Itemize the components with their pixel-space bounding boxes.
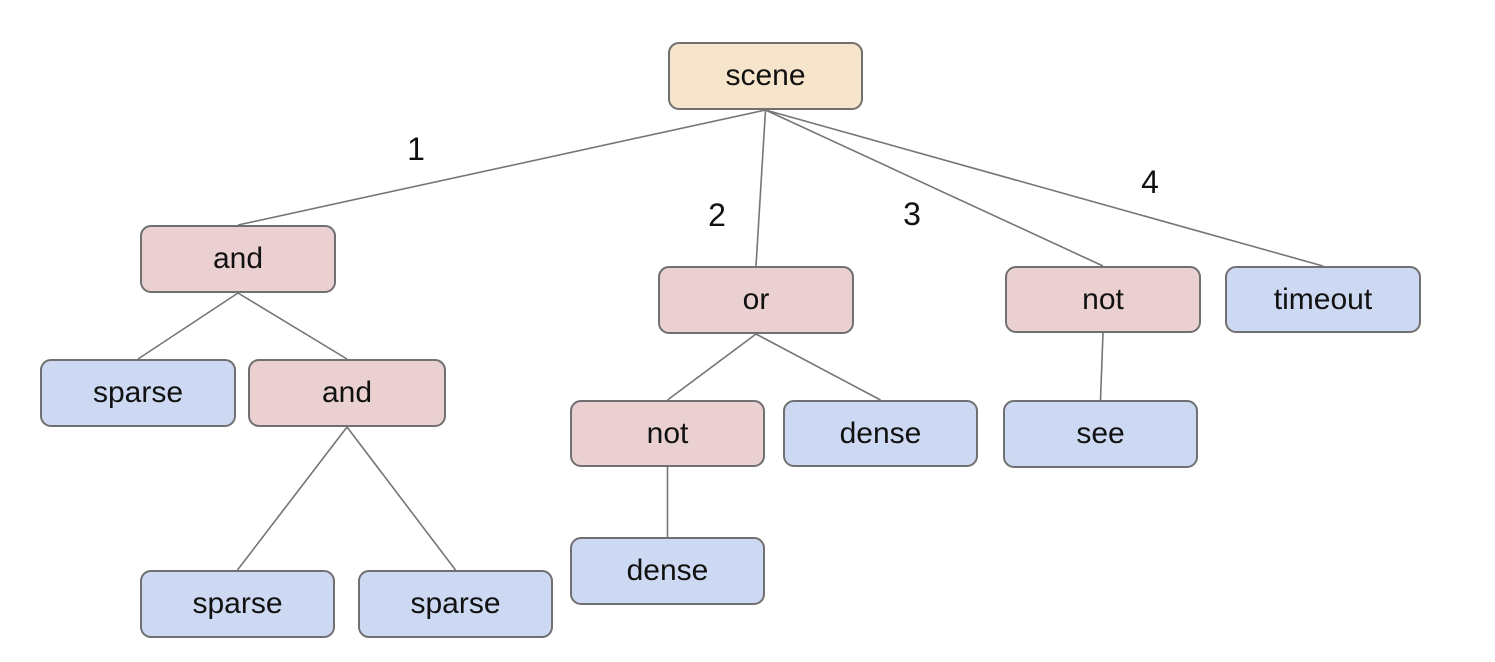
node-label: not: [646, 416, 689, 450]
node-label: dense: [626, 554, 709, 587]
node-label: not: [1082, 282, 1124, 316]
node-not1: not: [1005, 266, 1201, 333]
node-and1: and: [140, 225, 336, 293]
node-timeout1: timeout: [1225, 266, 1421, 333]
node-label: sparse: [410, 587, 501, 620]
edge-or1-not2: [667, 333, 757, 401]
edge-label-1: 1: [407, 131, 425, 167]
edge-scene-not1: [765, 109, 1104, 267]
node-dense2: dense: [570, 537, 765, 605]
edge-or1-dense1: [755, 333, 881, 401]
node-and2: and: [248, 359, 446, 427]
node-sparse1: sparse: [40, 359, 236, 427]
edge-and2-sparse3: [346, 426, 457, 571]
node-label: dense: [839, 416, 922, 450]
node-label: see: [1076, 417, 1125, 450]
node-scene: scene: [668, 42, 863, 110]
edge-label-4: 4: [1141, 164, 1159, 200]
edge-not1-see1: [1099, 332, 1104, 401]
node-sparse3: sparse: [358, 570, 553, 638]
node-label: sparse: [92, 376, 184, 409]
edge-and2-sparse2: [236, 426, 348, 571]
edge-label-3: 3: [903, 196, 921, 232]
edge-scene-timeout1: [765, 109, 1324, 267]
node-see1: see: [1003, 400, 1198, 468]
node-dense1: dense: [783, 400, 978, 467]
node-label: sparse: [192, 587, 283, 620]
edge-and1-sparse1: [137, 292, 239, 360]
node-sparse2: sparse: [140, 570, 335, 638]
node-label: scene: [725, 59, 806, 92]
node-label: and: [321, 376, 373, 409]
node-not2: not: [570, 400, 765, 467]
edge-scene-and1: [237, 109, 766, 226]
edge-scene-or1: [755, 109, 767, 267]
edge-label-2: 2: [708, 197, 726, 233]
node-label: or: [742, 283, 770, 316]
node-or1: or: [658, 266, 854, 334]
node-label: and: [212, 242, 264, 275]
node-label: timeout: [1273, 282, 1373, 316]
edge-and1-and2: [237, 292, 348, 360]
